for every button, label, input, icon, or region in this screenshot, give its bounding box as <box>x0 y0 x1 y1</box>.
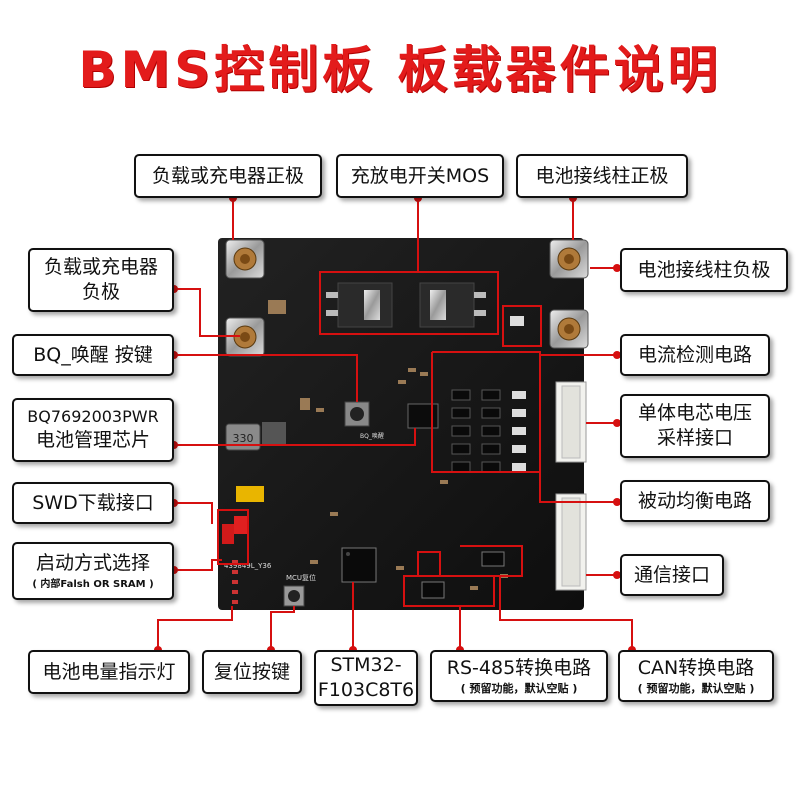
label-load-negative: 负载或充电器 负极 <box>28 248 174 312</box>
label-soc-led: 电池电量指示灯 <box>28 650 190 694</box>
pcb-board <box>218 238 584 610</box>
bq-chip <box>407 403 439 429</box>
label-reset: 复位按键 <box>202 650 302 694</box>
label-load-positive: 负载或充电器正极 <box>134 154 322 198</box>
comm-connector <box>555 493 587 591</box>
rs485-chip <box>421 581 445 599</box>
inductor-2 <box>262 422 286 444</box>
terminal-load-positive <box>225 239 265 279</box>
label-bq-chip: BQ7692003PWR 电池管理芯片 <box>12 398 174 462</box>
label-swd: SWD下载接口 <box>12 482 174 524</box>
inductor-mark: 330 <box>233 432 254 445</box>
cell-voltage-connector <box>555 381 587 463</box>
bq-key-silkscreen: BQ_唤醒 <box>360 432 384 440</box>
mcu-reset-silkscreen: MCU复位 <box>286 573 316 582</box>
board-id-silkscreen: 439849L_Y36 <box>224 562 272 570</box>
terminal-load-negative <box>225 317 265 357</box>
label-can: CAN转换电路 ( 预留功能，默认空贴 ) <box>618 650 774 702</box>
label-mcu: STM32- F103C8T6 <box>314 650 418 706</box>
label-rs485: RS-485转换电路 ( 预留功能，默认空贴 ) <box>430 650 608 702</box>
led-column <box>232 560 238 604</box>
label-bq-wake: BQ_唤醒 按键 <box>12 334 174 376</box>
can-chip <box>481 551 505 567</box>
shunt-resistor <box>510 316 524 326</box>
label-current-sense: 电流检测电路 <box>620 334 770 376</box>
label-comm: 通信接口 <box>620 554 724 596</box>
terminal-battery-negative <box>549 309 589 349</box>
boot-jumper <box>222 516 248 544</box>
mcu-chip <box>341 547 377 583</box>
balance-resistors <box>512 391 526 471</box>
label-mos: 充放电开关MOS <box>336 154 504 198</box>
leader-lines <box>157 198 633 650</box>
balance-area <box>451 389 501 473</box>
label-passive-balance: 被动均衡电路 <box>620 480 770 522</box>
label-battery-negative: 电池接线柱负极 <box>620 248 788 292</box>
label-cell-voltage: 单体电芯电压 采样接口 <box>620 394 770 458</box>
mosfet-charge <box>419 282 486 328</box>
terminal-battery-positive <box>549 239 589 279</box>
page-title: BMS控制板 板载器件说明 <box>78 41 722 99</box>
bq-wake-button-part: BQ_唤醒 <box>344 401 384 440</box>
label-boot-select: 启动方式选择 ( 内部Falsh OR SRAM ) <box>12 542 174 600</box>
mosfet-discharge <box>326 282 393 328</box>
label-battery-positive: 电池接线柱正极 <box>516 154 688 198</box>
tantalum-capacitor <box>236 486 264 502</box>
inductor: 330 <box>225 423 261 451</box>
